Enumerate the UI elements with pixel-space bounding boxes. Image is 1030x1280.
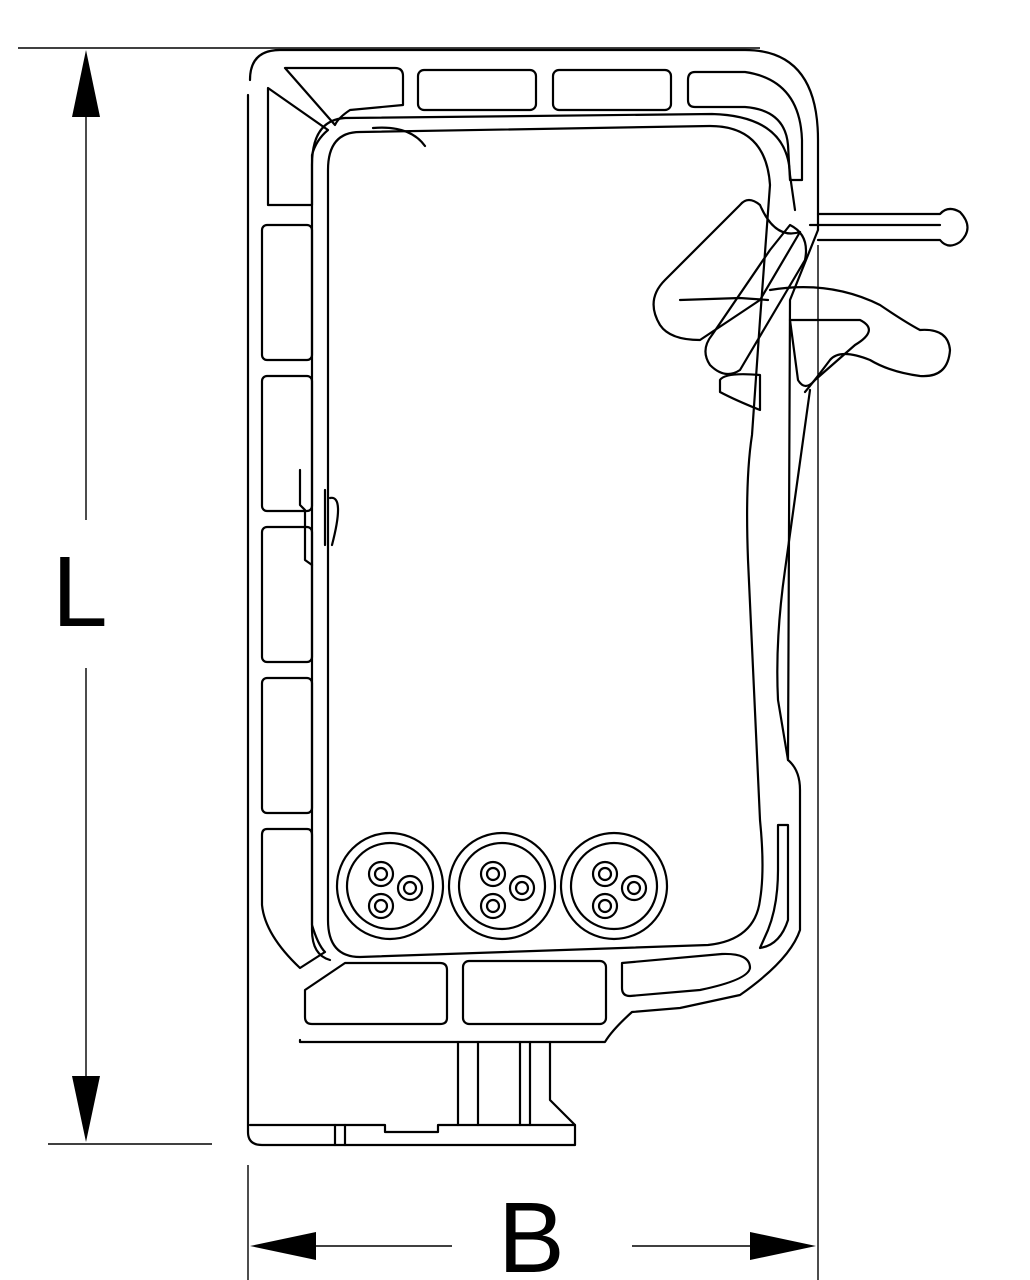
cable-outer-sheath bbox=[559, 831, 669, 941]
left-chamber-1 bbox=[260, 223, 314, 362]
arrow-up-icon bbox=[72, 50, 100, 117]
left-chamber-4 bbox=[260, 676, 314, 815]
cable-inner-sheath bbox=[457, 841, 547, 931]
cable-outer-sheath bbox=[335, 831, 445, 941]
width-label: B bbox=[498, 1182, 565, 1280]
bottom-chamber-1 bbox=[303, 961, 449, 1026]
cable-conductor bbox=[626, 880, 642, 896]
cable-conductor bbox=[597, 898, 613, 914]
cable-group bbox=[335, 831, 669, 941]
cable-core bbox=[396, 874, 424, 902]
cable-core bbox=[508, 874, 536, 902]
left-chamber-2 bbox=[260, 374, 314, 513]
cable-inner-sheath bbox=[569, 841, 659, 931]
cable bbox=[335, 831, 445, 941]
cable-core bbox=[479, 892, 507, 920]
right-bottom-slot bbox=[758, 823, 790, 950]
cable-conductor bbox=[514, 880, 530, 896]
strap-upper bbox=[816, 207, 969, 247]
cable-core bbox=[620, 874, 648, 902]
clip-hook bbox=[704, 223, 808, 376]
cable-outer-sheath bbox=[447, 831, 557, 941]
cable-core bbox=[479, 860, 507, 888]
arrow-right-icon bbox=[750, 1232, 816, 1260]
arrow-down-icon bbox=[72, 1076, 100, 1142]
snap-detail bbox=[298, 468, 340, 567]
dimension-width: B bbox=[247, 245, 819, 1280]
cleat-body bbox=[246, 48, 820, 1147]
cable-core bbox=[367, 860, 395, 888]
height-label: L bbox=[52, 536, 108, 648]
cable-conductor bbox=[373, 866, 389, 882]
left-chamber-5 bbox=[260, 827, 327, 970]
locking-clip bbox=[652, 198, 969, 762]
cable-conductor bbox=[373, 898, 389, 914]
cable-conductor bbox=[402, 880, 418, 896]
left-chamber-3 bbox=[260, 525, 314, 664]
arrow-left-icon bbox=[250, 1232, 316, 1260]
clip-tongue bbox=[788, 318, 870, 388]
top-left-chamber bbox=[283, 66, 405, 127]
dimension-height: L bbox=[18, 47, 760, 1145]
top-chamber-1 bbox=[416, 68, 538, 112]
cable-core bbox=[591, 892, 619, 920]
cable-conductor bbox=[485, 866, 501, 882]
cleat-inner-window bbox=[326, 124, 772, 959]
cable-conductor bbox=[597, 866, 613, 882]
bottom-chamber-3 bbox=[620, 952, 752, 998]
cable-core bbox=[591, 860, 619, 888]
top-chamber-3 bbox=[686, 70, 804, 182]
cable bbox=[559, 831, 669, 941]
top-chamber-2 bbox=[551, 68, 673, 112]
strap-lower bbox=[768, 286, 952, 394]
cable-core bbox=[367, 892, 395, 920]
cleat-outer-contour bbox=[246, 48, 820, 1147]
bottom-chamber-2 bbox=[461, 959, 608, 1026]
cable-conductor bbox=[485, 898, 501, 914]
cable bbox=[447, 831, 557, 941]
top-left-corner-chamber bbox=[266, 86, 330, 207]
clip-arm bbox=[652, 198, 802, 342]
cable-inner-sheath bbox=[345, 841, 435, 931]
